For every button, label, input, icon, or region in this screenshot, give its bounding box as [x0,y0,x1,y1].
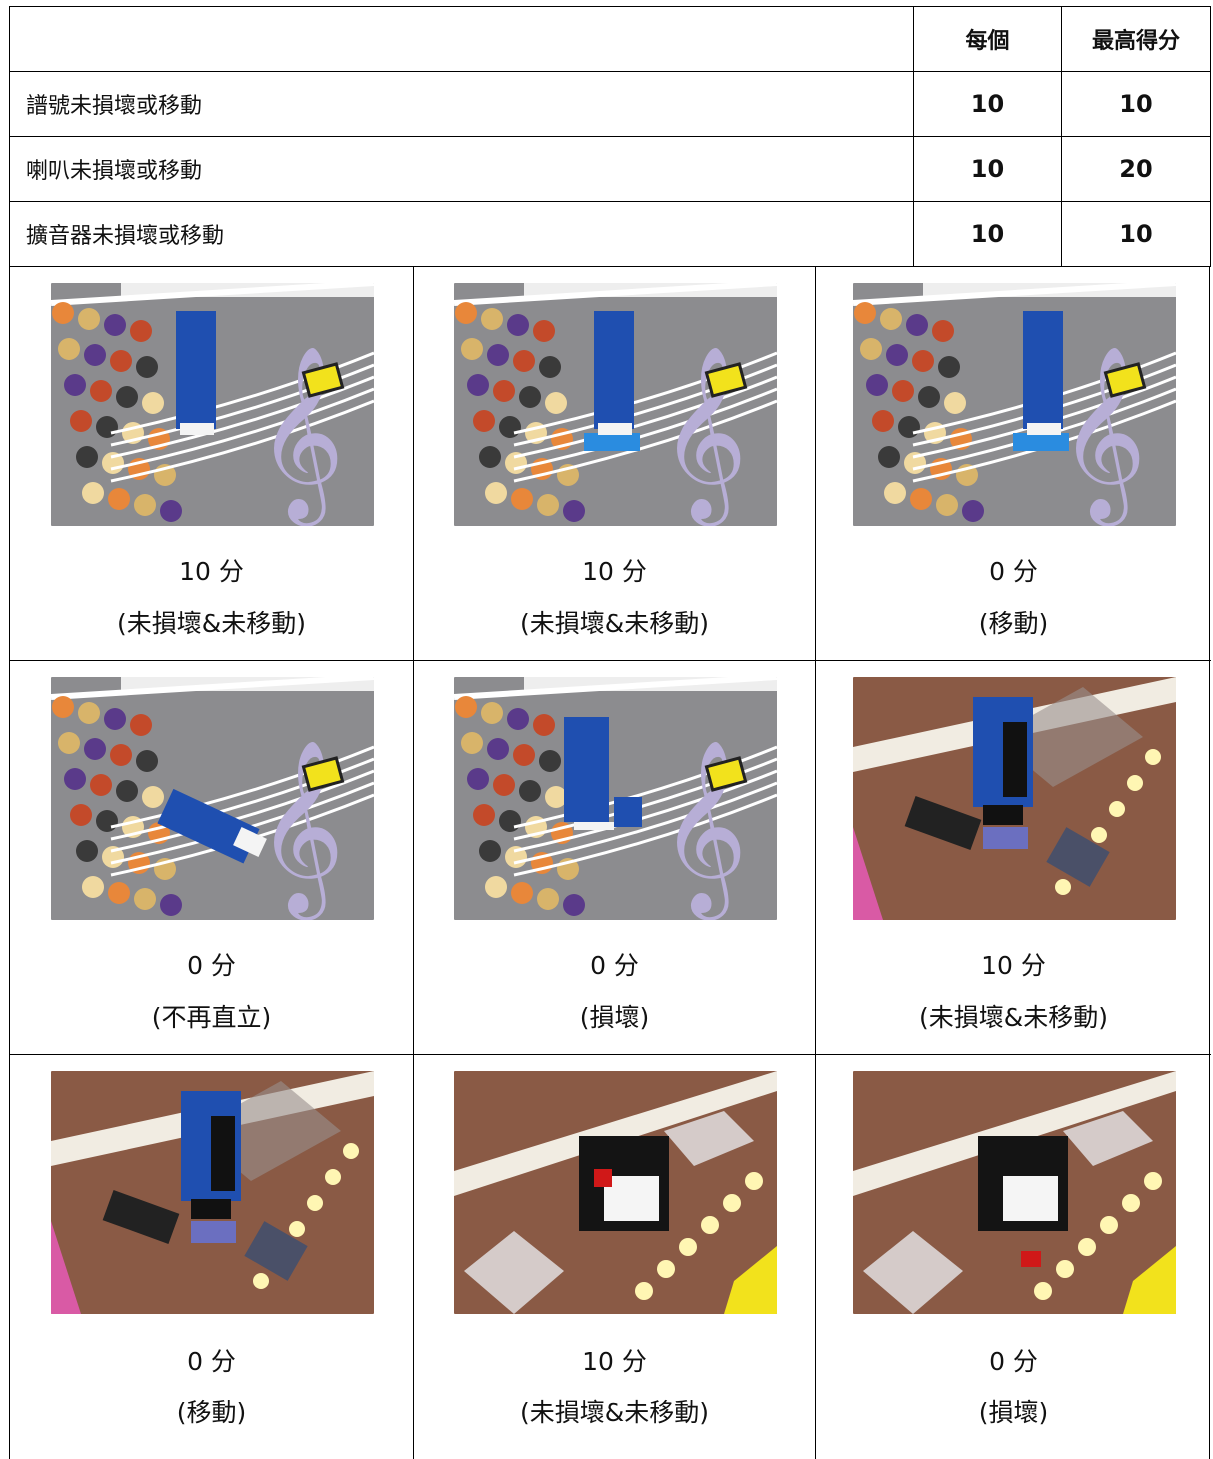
example-note: (未損壞&未移動) [519,1398,709,1427]
example-note: (移動) [978,609,1049,638]
header-max: 最高得分 [1061,6,1211,72]
example-score: 10 分 [981,951,1046,980]
photo-illustration: 𝄞 [50,677,374,920]
row-item: 喇叭未損壞或移動 [9,136,914,202]
photo-illustration: 𝄞 [50,283,374,526]
example-score: 10 分 [582,557,647,586]
row-max: 10 [1061,201,1211,267]
example-score: 0 分 [187,1347,236,1376]
example-photo: 𝄞 [50,283,374,526]
example-note: (損壞) [579,1003,650,1032]
photo-illustration [50,1071,374,1314]
example-note: (未損壞&未移動) [918,1003,1108,1032]
photo-illustration [852,1071,1176,1314]
score-table: 每個 最高得分 譜號未損壞或移動 10 10 喇叭未損壞或移動 10 20 擴音… [9,6,1211,267]
example-cell: 0 分 (損壞) [816,1055,1211,1459]
example-score: 0 分 [989,557,1038,586]
photo-illustration [852,677,1176,920]
example-cell: 𝄞 0 分 (移動) [816,267,1211,661]
table-row: 擴音器未損壞或移動 10 10 [9,201,1211,267]
row-each: 10 [913,71,1062,137]
row-item: 譜號未損壞或移動 [9,71,914,137]
example-cell: 10 分 (未損壞&未移動) [816,661,1211,1055]
scoring-sheet: 每個 最高得分 譜號未損壞或移動 10 10 喇叭未損壞或移動 10 20 擴音… [9,6,1211,1459]
row-item: 擴音器未損壞或移動 [9,201,914,267]
photo-grid: 𝄞 10 分 (未損壞&未移動) 𝄞 10 分 (未損壞&未移動) 𝄞 0 分 … [9,267,1211,1459]
header-item [9,6,914,72]
row-each: 10 [913,201,1062,267]
example-cell: 0 分 (移動) [10,1055,414,1459]
photo-illustration: 𝄞 [852,283,1176,526]
header-each: 每個 [913,6,1062,72]
example-photo: 𝄞 [453,677,777,920]
example-cell: 10 分 (未損壞&未移動) [414,1055,816,1459]
row-max: 10 [1061,71,1211,137]
example-cell: 𝄞 0 分 (損壞) [414,661,816,1055]
example-cell: 𝄞 10 分 (未損壞&未移動) [414,267,816,661]
table-header-row: 每個 最高得分 [9,6,1211,72]
example-photo [453,1071,777,1314]
row-each: 10 [913,136,1062,202]
example-photo [50,1071,374,1314]
table-row: 譜號未損壞或移動 10 10 [9,71,1211,137]
example-photo [852,1071,1176,1314]
example-photo: 𝄞 [50,677,374,920]
example-score: 0 分 [590,951,639,980]
example-photo: 𝄞 [852,283,1176,526]
example-photo: 𝄞 [453,283,777,526]
example-score: 10 分 [179,557,244,586]
example-note: (未損壞&未移動) [519,609,709,638]
example-cell: 𝄞 0 分 (不再直立) [10,661,414,1055]
photo-illustration: 𝄞 [453,283,777,526]
photo-illustration [453,1071,777,1314]
example-note: (損壞) [978,1398,1049,1427]
example-note: (移動) [176,1398,247,1427]
example-score: 0 分 [187,951,236,980]
example-photo [852,677,1176,920]
example-note: (不再直立) [151,1003,272,1032]
example-score: 0 分 [989,1347,1038,1376]
example-note: (未損壞&未移動) [116,609,306,638]
example-cell: 𝄞 10 分 (未損壞&未移動) [10,267,414,661]
example-score: 10 分 [582,1347,647,1376]
row-max: 20 [1061,136,1211,202]
table-row: 喇叭未損壞或移動 10 20 [9,136,1211,202]
photo-illustration: 𝄞 [453,677,777,920]
